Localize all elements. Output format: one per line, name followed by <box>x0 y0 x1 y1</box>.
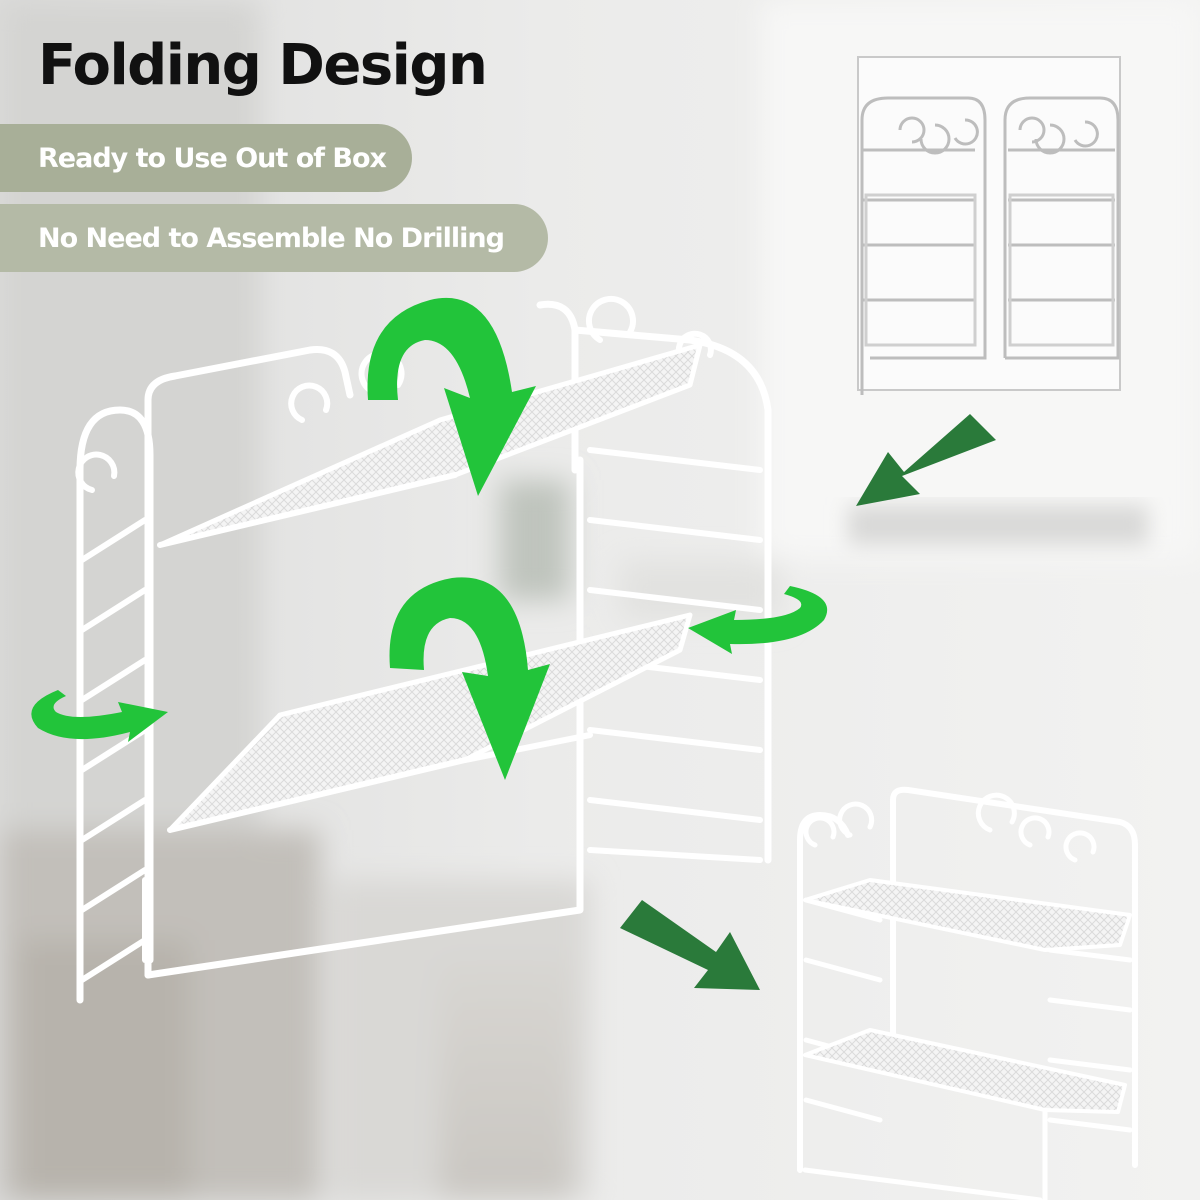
rotate-arrow-icon <box>31 690 169 742</box>
rotate-arrow-icon <box>688 586 828 654</box>
straight-arrow-icon <box>620 900 760 990</box>
straight-arrow-icon <box>856 414 996 506</box>
curved-arrow-icon <box>389 577 550 780</box>
folding-shelf <box>75 295 772 1004</box>
headline: Folding Design <box>38 33 488 98</box>
folded-shelf-photo <box>848 56 1148 545</box>
feature-pill-ready: Ready to Use Out of Box <box>0 124 412 192</box>
assembled-shelf <box>797 786 1138 1200</box>
curved-arrow-icon <box>367 297 536 496</box>
feature-pill-no-assembly: No Need to Assemble No Drilling <box>0 204 548 272</box>
